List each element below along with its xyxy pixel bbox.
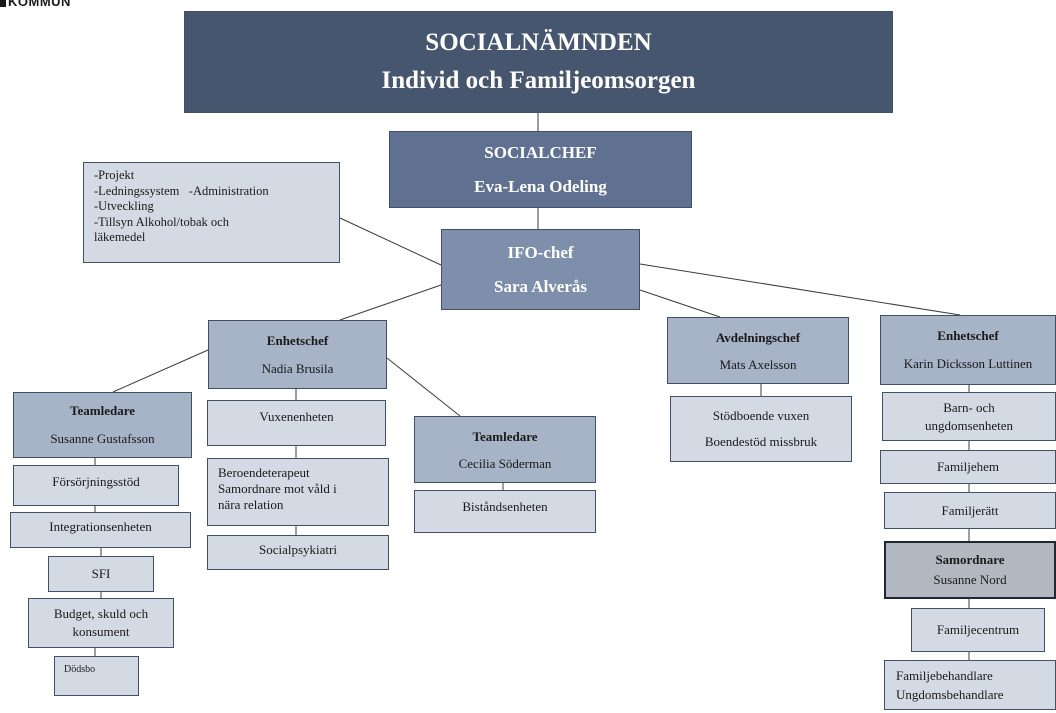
beroende-line: Beroendeterapeut <box>218 465 310 480</box>
socialchef-title: SOCIALCHEF <box>484 142 597 162</box>
samordnare-name: Susanne Nord <box>933 572 1007 587</box>
socialnamnden-subtitle: Individ och Familjeomsorgen <box>381 67 696 94</box>
familjehem-label: Familjehem <box>936 459 1000 474</box>
barn-ungdomsenheten-box: Barn- och ungdomsenheten <box>882 392 1056 441</box>
dodsbo-box: Dödsbo <box>54 656 139 696</box>
sfi-label: SFI <box>91 566 111 581</box>
sfi-box: SFI <box>48 556 154 592</box>
avdelningschef-name: Mats Axelsson <box>719 356 797 372</box>
barn-ungdom-line: ungdomsenheten <box>924 417 1014 433</box>
ifo-chef-name: Sara Alverås <box>493 276 588 296</box>
stodboende-line: Stödboende vuxen <box>712 408 810 423</box>
teamledare-susanne-name: Susanne Gustafsson <box>50 431 155 446</box>
forsorjningsstod-box: Försörjningsstöd <box>13 465 179 506</box>
bistandsenheten-box: Biståndsenheten <box>414 490 596 533</box>
teamledare-susanne-title: Teamledare <box>70 403 135 418</box>
connector-line <box>639 263 961 316</box>
integrationsenheten-label: Integrationsenheten <box>49 519 152 534</box>
vuxenenheten-box: Vuxenenheten <box>207 400 386 446</box>
avdelningschef-box: Avdelningschef Mats Axelsson <box>667 317 849 384</box>
familjeratt-box: Familjerätt <box>884 492 1056 529</box>
stodboende-line: Boendestöd missbruk <box>704 434 818 449</box>
staff-item: -Tillsyn Alkohol/tobak och <box>94 214 229 229</box>
logo-mark-icon <box>0 0 6 7</box>
familjeratt-label: Familjerätt <box>941 502 999 518</box>
familjehem-box: Familjehem <box>880 450 1056 484</box>
enhetschef-karin-box: Enhetschef Karin Dicksson Luttinen <box>880 315 1056 385</box>
beroende-box: Beroendeterapeut Samordnare mot våld i n… <box>207 458 389 526</box>
staff-item: -Ledningssystem -Administration <box>94 183 269 198</box>
familjebehandlare-line: Ungdomsbehandlare <box>896 687 1004 702</box>
enhetschef-nadia-box: Enhetschef Nadia Brusila <box>208 320 387 389</box>
connector-line <box>639 289 721 318</box>
budget-line: konsument <box>72 624 130 639</box>
enhetschef-nadia-title: Enhetschef <box>266 332 329 348</box>
staff-functions-box: -Projekt -Ledningssystem -Administration… <box>83 162 340 263</box>
ifo-chef-box: IFO-chef Sara Alverås <box>441 229 640 310</box>
connector-line <box>386 357 461 417</box>
enhetschef-karin-name: Karin Dicksson Luttinen <box>903 356 1033 371</box>
beroende-line: Samordnare mot våld i <box>218 481 337 496</box>
beroende-line: nära relation <box>218 497 284 512</box>
municipality-logo: KOMMUN <box>0 0 71 9</box>
barn-ungdom-line: Barn- och <box>943 399 995 415</box>
budget-line: Budget, skuld och <box>53 606 149 621</box>
samordnare-title: Samordnare <box>935 552 1005 567</box>
teamledare-susanne-box: Teamledare Susanne Gustafsson <box>13 392 192 458</box>
vuxenenheten-label: Vuxenenheten <box>259 409 334 424</box>
enhetschef-nadia-name: Nadia Brusila <box>261 360 334 376</box>
integrationsenheten-box: Integrationsenheten <box>10 512 191 548</box>
ifo-chef-title: IFO-chef <box>507 242 574 262</box>
connector-line <box>339 217 442 266</box>
teamledare-cecilia-title: Teamledare <box>472 428 538 444</box>
logo-text: KOMMUN <box>8 0 71 9</box>
teamledare-cecilia-box: Teamledare Cecilia Söderman <box>414 416 596 483</box>
socialpsykiatri-box: Socialpsykiatri <box>207 535 389 570</box>
familjebehandlare-box: Familjebehandlare Ungdomsbehandlare <box>884 660 1056 710</box>
enhetschef-karin-title: Enhetschef <box>937 328 999 343</box>
forsorjningsstod-label: Försörjningsstöd <box>52 474 140 489</box>
socialchef-name: Eva-Lena Odeling <box>474 176 607 196</box>
budget-box: Budget, skuld och konsument <box>28 598 174 648</box>
connector-line <box>339 284 442 321</box>
socialnamnden-box: SOCIALNÄMNDEN Individ och Familjeomsorge… <box>184 11 893 113</box>
stodboende-box: Stödboende vuxen Boendestöd missbruk <box>670 396 852 462</box>
familjebehandlare-line: Familjebehandlare <box>896 668 993 683</box>
socialpsykiatri-label: Socialpsykiatri <box>259 542 337 557</box>
socialnamnden-title: SOCIALNÄMNDEN <box>425 29 652 56</box>
staff-item: -Projekt <box>94 168 135 182</box>
staff-item: -Utveckling <box>94 199 154 213</box>
familjecentrum-box: Familjecentrum <box>911 608 1045 652</box>
dodsbo-label: Dödsbo <box>64 664 96 675</box>
samordnare-box: Samordnare Susanne Nord <box>884 541 1056 599</box>
bistandsenheten-label: Biståndsenheten <box>462 499 548 514</box>
teamledare-cecilia-name: Cecilia Söderman <box>458 455 552 471</box>
familjecentrum-label: Familjecentrum <box>936 622 1020 637</box>
avdelningschef-title: Avdelningschef <box>715 329 801 345</box>
socialchef-box: SOCIALCHEF Eva-Lena Odeling <box>389 131 692 208</box>
connector-line <box>112 349 209 393</box>
staff-item: läkemedel <box>94 230 146 244</box>
